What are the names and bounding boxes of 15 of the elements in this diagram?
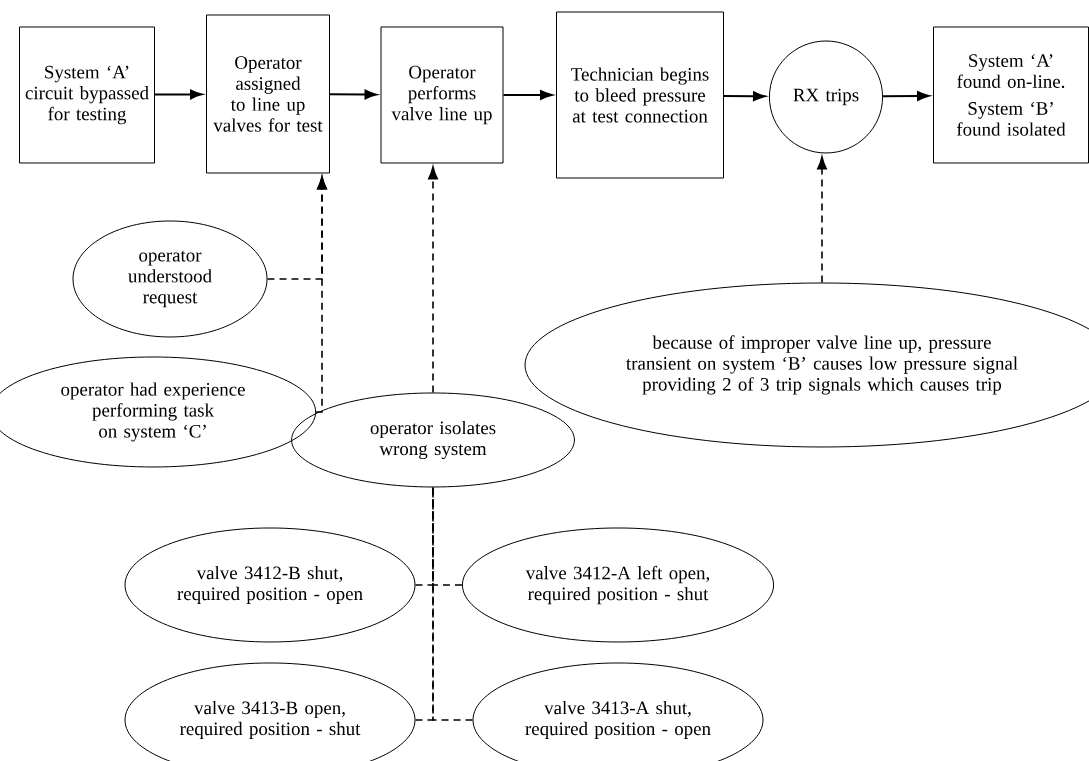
dashed-line [432, 486, 463, 586]
process-box: Technician begins to bleed pressure at test connection [556, 11, 724, 179]
dashed-connector [315, 176, 327, 413]
process-box: Operator assigned to line up valves for test [206, 14, 330, 174]
dashed-connector [428, 166, 438, 394]
dashed-line [432, 486, 474, 721]
arrow [502, 90, 553, 100]
process-box: System ‘A’ circuit bypassed for testing [19, 26, 155, 164]
outcome-box: System ‘A’ found on-line. System ‘B’ found isolated [933, 26, 1089, 164]
arrow [329, 89, 378, 100]
dashed-connector [817, 156, 827, 284]
arrow [723, 91, 766, 102]
arrow [154, 89, 203, 100]
process-box: Operator performs valve line up [380, 26, 504, 164]
arrow [882, 91, 930, 101]
